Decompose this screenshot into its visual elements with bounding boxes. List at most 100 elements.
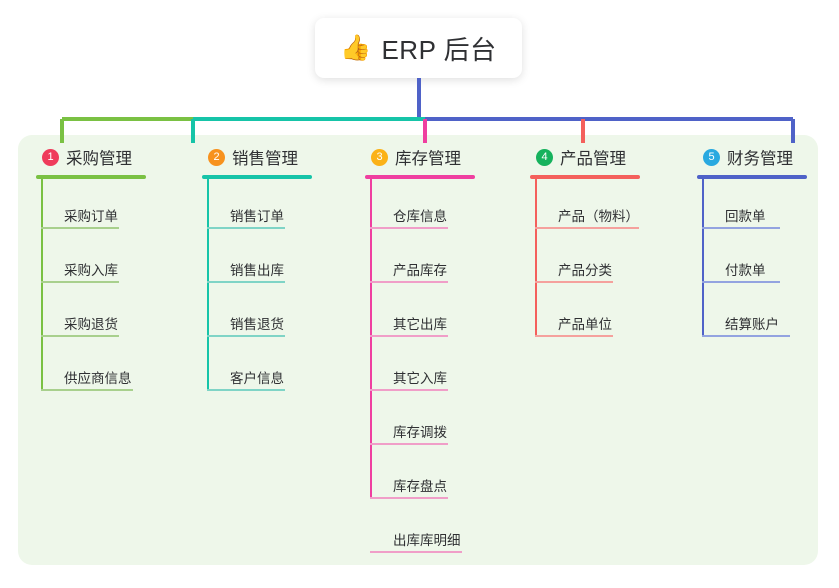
leaf-label: 付款单 [725, 263, 766, 278]
leaf-list: 销售订单销售出库销售退货客户信息 [202, 179, 312, 395]
leaf-label: 出库库明细 [393, 533, 461, 548]
leaf-rule [702, 227, 780, 229]
leaf-rule [370, 227, 448, 229]
leaf-rule [41, 281, 119, 283]
column-header-4[interactable]: 4 产品管理 [536, 144, 640, 170]
column-title: 财务管理 [727, 150, 793, 168]
number-badge-icon: 1 [42, 148, 59, 166]
leaf-list: 仓库信息产品库存其它出库其它入库库存调拨库存盘点出库库明细 [365, 179, 475, 557]
leaf-rule [207, 389, 285, 391]
leaf-item[interactable]: 供应商信息 [36, 341, 146, 395]
leaf-label: 其它出库 [393, 317, 447, 332]
leaf-item[interactable]: 付款单 [697, 233, 807, 287]
column-header-rule [697, 175, 807, 179]
column-title: 采购管理 [66, 150, 132, 168]
leaf-label: 库存盘点 [393, 479, 447, 494]
leaf-item[interactable]: 销售退货 [202, 287, 312, 341]
leaf-rule [41, 227, 119, 229]
root-node[interactable]: 👍 ERP 后台 [315, 18, 522, 78]
leaf-item[interactable]: 结算账户 [697, 287, 807, 341]
leaf-label: 结算账户 [725, 317, 779, 332]
leaf-item[interactable]: 回款单 [697, 179, 807, 233]
leaf-rule [370, 281, 448, 283]
leaf-list: 产品（物料） 产品分类产品单位 [530, 179, 640, 341]
leaf-item[interactable]: 其它出库 [365, 287, 475, 341]
leaf-item[interactable]: 产品（物料） [530, 179, 640, 233]
leaf-list: 采购订单采购入库采购退货供应商信息 [36, 179, 146, 395]
leaf-rule [41, 335, 119, 337]
leaf-rule [370, 551, 462, 553]
number-badge-icon: 3 [371, 148, 388, 166]
column-header-rule [530, 175, 640, 179]
column-header-2[interactable]: 2 销售管理 [208, 144, 312, 170]
column-header-5[interactable]: 5 财务管理 [703, 144, 807, 170]
leaf-rule [370, 443, 448, 445]
leaf-rule [535, 227, 639, 229]
column-产品管理[interactable]: 4 产品管理产品（物料） 产品分类产品单位 [530, 144, 640, 341]
leaf-label: 采购订单 [64, 209, 118, 224]
leaf-label: 仓库信息 [393, 209, 447, 224]
column-title: 产品管理 [560, 150, 626, 168]
leaf-rule [207, 227, 285, 229]
column-采购管理[interactable]: 1 采购管理采购订单采购入库采购退货供应商信息 [36, 144, 146, 395]
thumbs-up-icon: 👍 [340, 33, 372, 62]
diagram-background-panel [18, 135, 818, 565]
leaf-label: 库存调拨 [393, 425, 447, 440]
root-node-title: ERP 后台 [381, 34, 497, 65]
column-销售管理[interactable]: 2 销售管理销售订单销售出库销售退货客户信息 [202, 144, 312, 395]
leaf-label: 采购退货 [64, 317, 118, 332]
leaf-label: 销售出库 [230, 263, 284, 278]
leaf-list: 回款单付款单结算账户 [697, 179, 807, 341]
leaf-label: 产品库存 [393, 263, 447, 278]
leaf-item[interactable]: 采购订单 [36, 179, 146, 233]
leaf-rule [370, 389, 448, 391]
leaf-item[interactable]: 库存调拨 [365, 395, 475, 449]
leaf-label: 客户信息 [230, 371, 284, 386]
leaf-item[interactable]: 销售出库 [202, 233, 312, 287]
column-trunk-line [41, 179, 43, 391]
column-trunk-line [207, 179, 209, 391]
leaf-item[interactable]: 出库库明细 [365, 503, 475, 557]
leaf-rule [207, 335, 285, 337]
column-title: 销售管理 [232, 150, 298, 168]
leaf-rule [370, 497, 448, 499]
column-header-1[interactable]: 1 采购管理 [42, 144, 146, 170]
column-trunk-line [370, 179, 372, 499]
number-badge-icon: 2 [208, 148, 225, 166]
leaf-label: 其它入库 [393, 371, 447, 386]
leaf-label: 供应商信息 [64, 371, 132, 386]
number-badge-icon: 5 [703, 148, 720, 166]
leaf-item[interactable]: 仓库信息 [365, 179, 475, 233]
column-header-rule [36, 175, 146, 179]
column-header-rule [202, 175, 312, 179]
leaf-item[interactable]: 采购退货 [36, 287, 146, 341]
leaf-label: 回款单 [725, 209, 766, 224]
leaf-item[interactable]: 其它入库 [365, 341, 475, 395]
leaf-label: 销售退货 [230, 317, 284, 332]
leaf-label: 产品单位 [558, 317, 612, 332]
leaf-item[interactable]: 客户信息 [202, 341, 312, 395]
leaf-item[interactable]: 销售订单 [202, 179, 312, 233]
leaf-rule [41, 389, 133, 391]
leaf-label: 销售订单 [230, 209, 284, 224]
column-财务管理[interactable]: 5 财务管理回款单付款单结算账户 [697, 144, 807, 341]
leaf-item[interactable]: 产品单位 [530, 287, 640, 341]
leaf-label: 产品分类 [558, 263, 612, 278]
column-trunk-line [702, 179, 704, 337]
number-badge-icon: 4 [536, 148, 553, 166]
leaf-label: 产品（物料） [558, 209, 639, 224]
leaf-item[interactable]: 采购入库 [36, 233, 146, 287]
leaf-rule [207, 281, 285, 283]
leaf-rule [702, 281, 780, 283]
leaf-item[interactable]: 产品库存 [365, 233, 475, 287]
column-header-rule [365, 175, 475, 179]
leaf-item[interactable]: 库存盘点 [365, 449, 475, 503]
leaf-rule [702, 335, 790, 337]
leaf-item[interactable]: 产品分类 [530, 233, 640, 287]
leaf-label: 采购入库 [64, 263, 118, 278]
leaf-rule [535, 281, 613, 283]
leaf-rule [535, 335, 613, 337]
